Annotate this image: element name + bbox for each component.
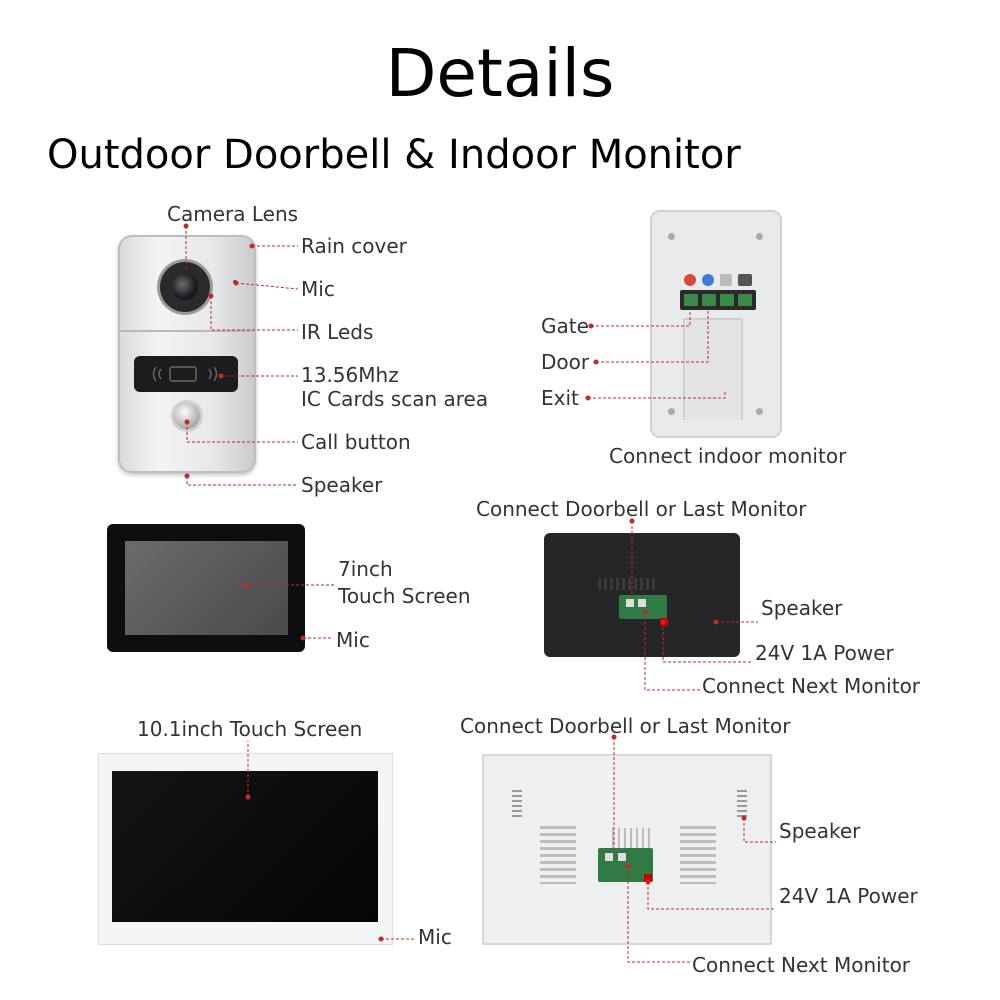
leader-line <box>591 310 691 327</box>
label-gate: Gate <box>541 314 589 338</box>
screw-hole <box>756 233 763 240</box>
card-reader-icon <box>152 366 218 382</box>
leader-line <box>662 622 752 663</box>
leader-dot <box>249 243 255 249</box>
leader-dot <box>660 619 666 625</box>
back-plate-recess <box>683 318 743 420</box>
terminal-door <box>702 294 716 306</box>
vent-center <box>612 828 652 850</box>
leader-dot <box>184 473 190 479</box>
monitor-7-screen <box>125 541 288 635</box>
doorbell-seam <box>120 330 254 332</box>
leader-dot <box>642 609 648 615</box>
label-card-area: IC Cards scan area <box>301 387 489 411</box>
leader-dot <box>629 518 635 524</box>
label-door: Door <box>541 350 590 374</box>
screw-hole <box>756 408 763 415</box>
leader-dot <box>243 582 249 588</box>
leader-dot <box>245 794 251 800</box>
label-7-connect-doorbell: Connect Doorbell or Last Monitor <box>476 497 807 521</box>
leader-dot <box>741 815 747 821</box>
terminal-exit <box>720 294 734 306</box>
label-call-button: Call button <box>301 430 411 454</box>
leader-line <box>644 612 700 691</box>
terminal-monitor <box>738 294 752 306</box>
label-rain-cover: Rain cover <box>301 234 407 258</box>
page-subtitle: Outdoor Doorbell & Indoor Monitor <box>47 132 741 178</box>
leader-line <box>186 476 298 486</box>
leader-dot <box>208 293 214 299</box>
leader-dot <box>300 635 306 641</box>
label-7inch: 7inch <box>338 557 393 581</box>
label-ir-leds: IR Leds <box>301 320 374 344</box>
leader-dot <box>184 419 190 425</box>
leader-line <box>235 282 299 290</box>
vent-left <box>540 826 576 884</box>
terminal-block <box>680 290 756 310</box>
port-out <box>618 853 626 861</box>
leader-dot <box>233 280 239 286</box>
leader-dot <box>611 734 617 740</box>
label-10inch: 10.1inch Touch Screen <box>137 717 363 741</box>
door-icon <box>702 274 714 286</box>
vent-grille <box>598 578 658 590</box>
leader-dot <box>218 373 224 379</box>
monitor-10-screen <box>112 771 378 922</box>
power-port <box>644 874 652 882</box>
leader-line <box>596 310 709 363</box>
label-10-speaker: Speaker <box>779 819 861 843</box>
leader-line <box>743 818 776 843</box>
page-title: Details <box>385 35 615 112</box>
leader-dot <box>588 323 594 329</box>
port-in <box>605 853 613 861</box>
port-in <box>626 599 634 607</box>
terminal-gate <box>684 294 698 306</box>
label-7-power: 24V 1A Power <box>755 641 894 665</box>
leader-dot <box>593 359 599 365</box>
label-7-speaker: Speaker <box>761 596 843 620</box>
screw-hole <box>668 408 675 415</box>
label-exit: Exit <box>541 386 579 410</box>
exit-icon <box>720 274 732 286</box>
leader-line <box>210 296 298 331</box>
leader-dot <box>625 863 631 869</box>
label-10-connect-doorbell: Connect Doorbell or Last Monitor <box>460 714 791 738</box>
label-7-touch: Touch Screen <box>338 584 471 608</box>
label-connect-indoor: Connect indoor monitor <box>609 444 847 468</box>
leader-dot <box>585 395 591 401</box>
gate-icon <box>684 274 696 286</box>
screw-hole <box>668 233 675 240</box>
label-doorbell-speaker: Speaker <box>301 473 383 497</box>
leader-dot <box>378 936 384 942</box>
label-camera-lens: Camera Lens <box>167 202 299 226</box>
label-10-mic: Mic <box>418 925 452 949</box>
leader-line <box>186 422 298 443</box>
leader-dot <box>645 879 651 885</box>
label-7-next: Connect Next Monitor <box>702 674 921 698</box>
label-10-next: Connect Next Monitor <box>692 953 911 977</box>
port-out <box>638 599 646 607</box>
leader-line <box>627 866 690 963</box>
label-10-power: 24V 1A Power <box>779 884 918 908</box>
label-7-mic: Mic <box>336 628 370 652</box>
label-doorbell-mic: Mic <box>301 277 335 301</box>
leader-dot <box>183 223 189 229</box>
vent-right <box>680 826 716 884</box>
leader-line <box>588 390 726 399</box>
leader-dot <box>713 619 719 625</box>
speaker-grille-right <box>737 790 747 820</box>
lens-glass <box>172 274 198 300</box>
speaker-grille-left <box>512 790 522 820</box>
leader-line <box>647 882 776 910</box>
label-card-freq: 13.56Mhz <box>301 363 399 387</box>
monitor-icon <box>738 274 752 286</box>
